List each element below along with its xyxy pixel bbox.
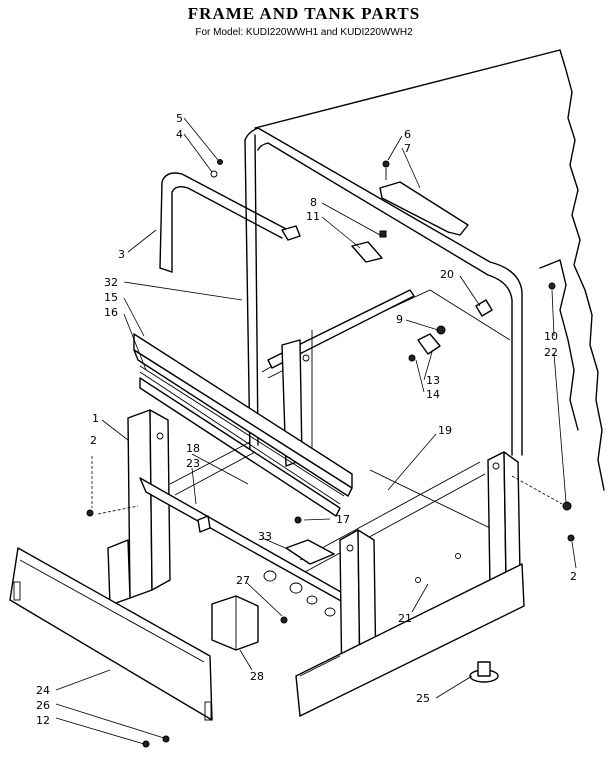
support-beam [369, 469, 491, 529]
leader-lines [55, 117, 577, 745]
callout-14: 14 [426, 388, 440, 401]
clip-part [351, 241, 383, 263]
callout-1: 1 [92, 412, 99, 425]
callout-6: 6 [404, 128, 411, 141]
callout-24: 24 [36, 684, 50, 697]
callout-2b: 2 [570, 570, 577, 583]
lower-cross-frame [139, 441, 486, 617]
callout-9: 9 [396, 313, 403, 326]
callout-20: 20 [440, 268, 454, 281]
callout-32: 32 [104, 276, 118, 289]
callout-26: 26 [36, 699, 50, 712]
lower-screw [562, 501, 572, 511]
callout-5: 5 [176, 112, 183, 125]
callout-17: 17 [336, 513, 350, 526]
callout-15: 15 [104, 291, 118, 304]
side-bracket [408, 325, 446, 362]
cabinet-wall [254, 49, 605, 491]
left-frame [107, 409, 171, 606]
callout-3: 3 [118, 248, 125, 261]
callout-21: 21 [398, 612, 412, 625]
left-screw [86, 509, 94, 517]
burner-panel [263, 539, 336, 617]
callout-2a: 2 [90, 434, 97, 447]
callout-11: 11 [306, 210, 320, 223]
clip-screw [379, 230, 387, 238]
leveling-foot [469, 661, 499, 683]
callout-7: 7 [404, 142, 411, 155]
callout-13: 13 [426, 374, 440, 387]
callout-28: 28 [250, 670, 264, 683]
hinge-plate [379, 160, 469, 236]
callout-22: 22 [544, 346, 558, 359]
callout-25: 25 [416, 692, 430, 705]
callout-27: 27 [236, 574, 250, 587]
screw-17 [294, 516, 302, 524]
callout-16: 16 [104, 306, 118, 319]
callout-8: 8 [310, 196, 317, 209]
callout-19: 19 [438, 424, 452, 437]
upper-screw [548, 282, 556, 290]
callout-33: 33 [258, 530, 272, 543]
page-title: FRAME AND TANK PARTS [187, 4, 421, 23]
cabinet-wall-side [539, 259, 579, 431]
callout-23: 23 [186, 457, 200, 470]
kick-panel [9, 547, 213, 748]
callout-12: 12 [36, 714, 50, 727]
top-rail [159, 159, 301, 273]
right-front-screw [567, 534, 575, 542]
spacer [475, 299, 493, 317]
callout-10: 10 [544, 330, 558, 343]
tank [244, 127, 523, 467]
control-box [211, 595, 288, 651]
base-panel [295, 553, 525, 717]
callout-18: 18 [186, 442, 200, 455]
callout-4: 4 [176, 128, 183, 141]
page-subtitle: For Model: KUDI220WWH1 and KUDI220WWH2 [195, 27, 413, 38]
